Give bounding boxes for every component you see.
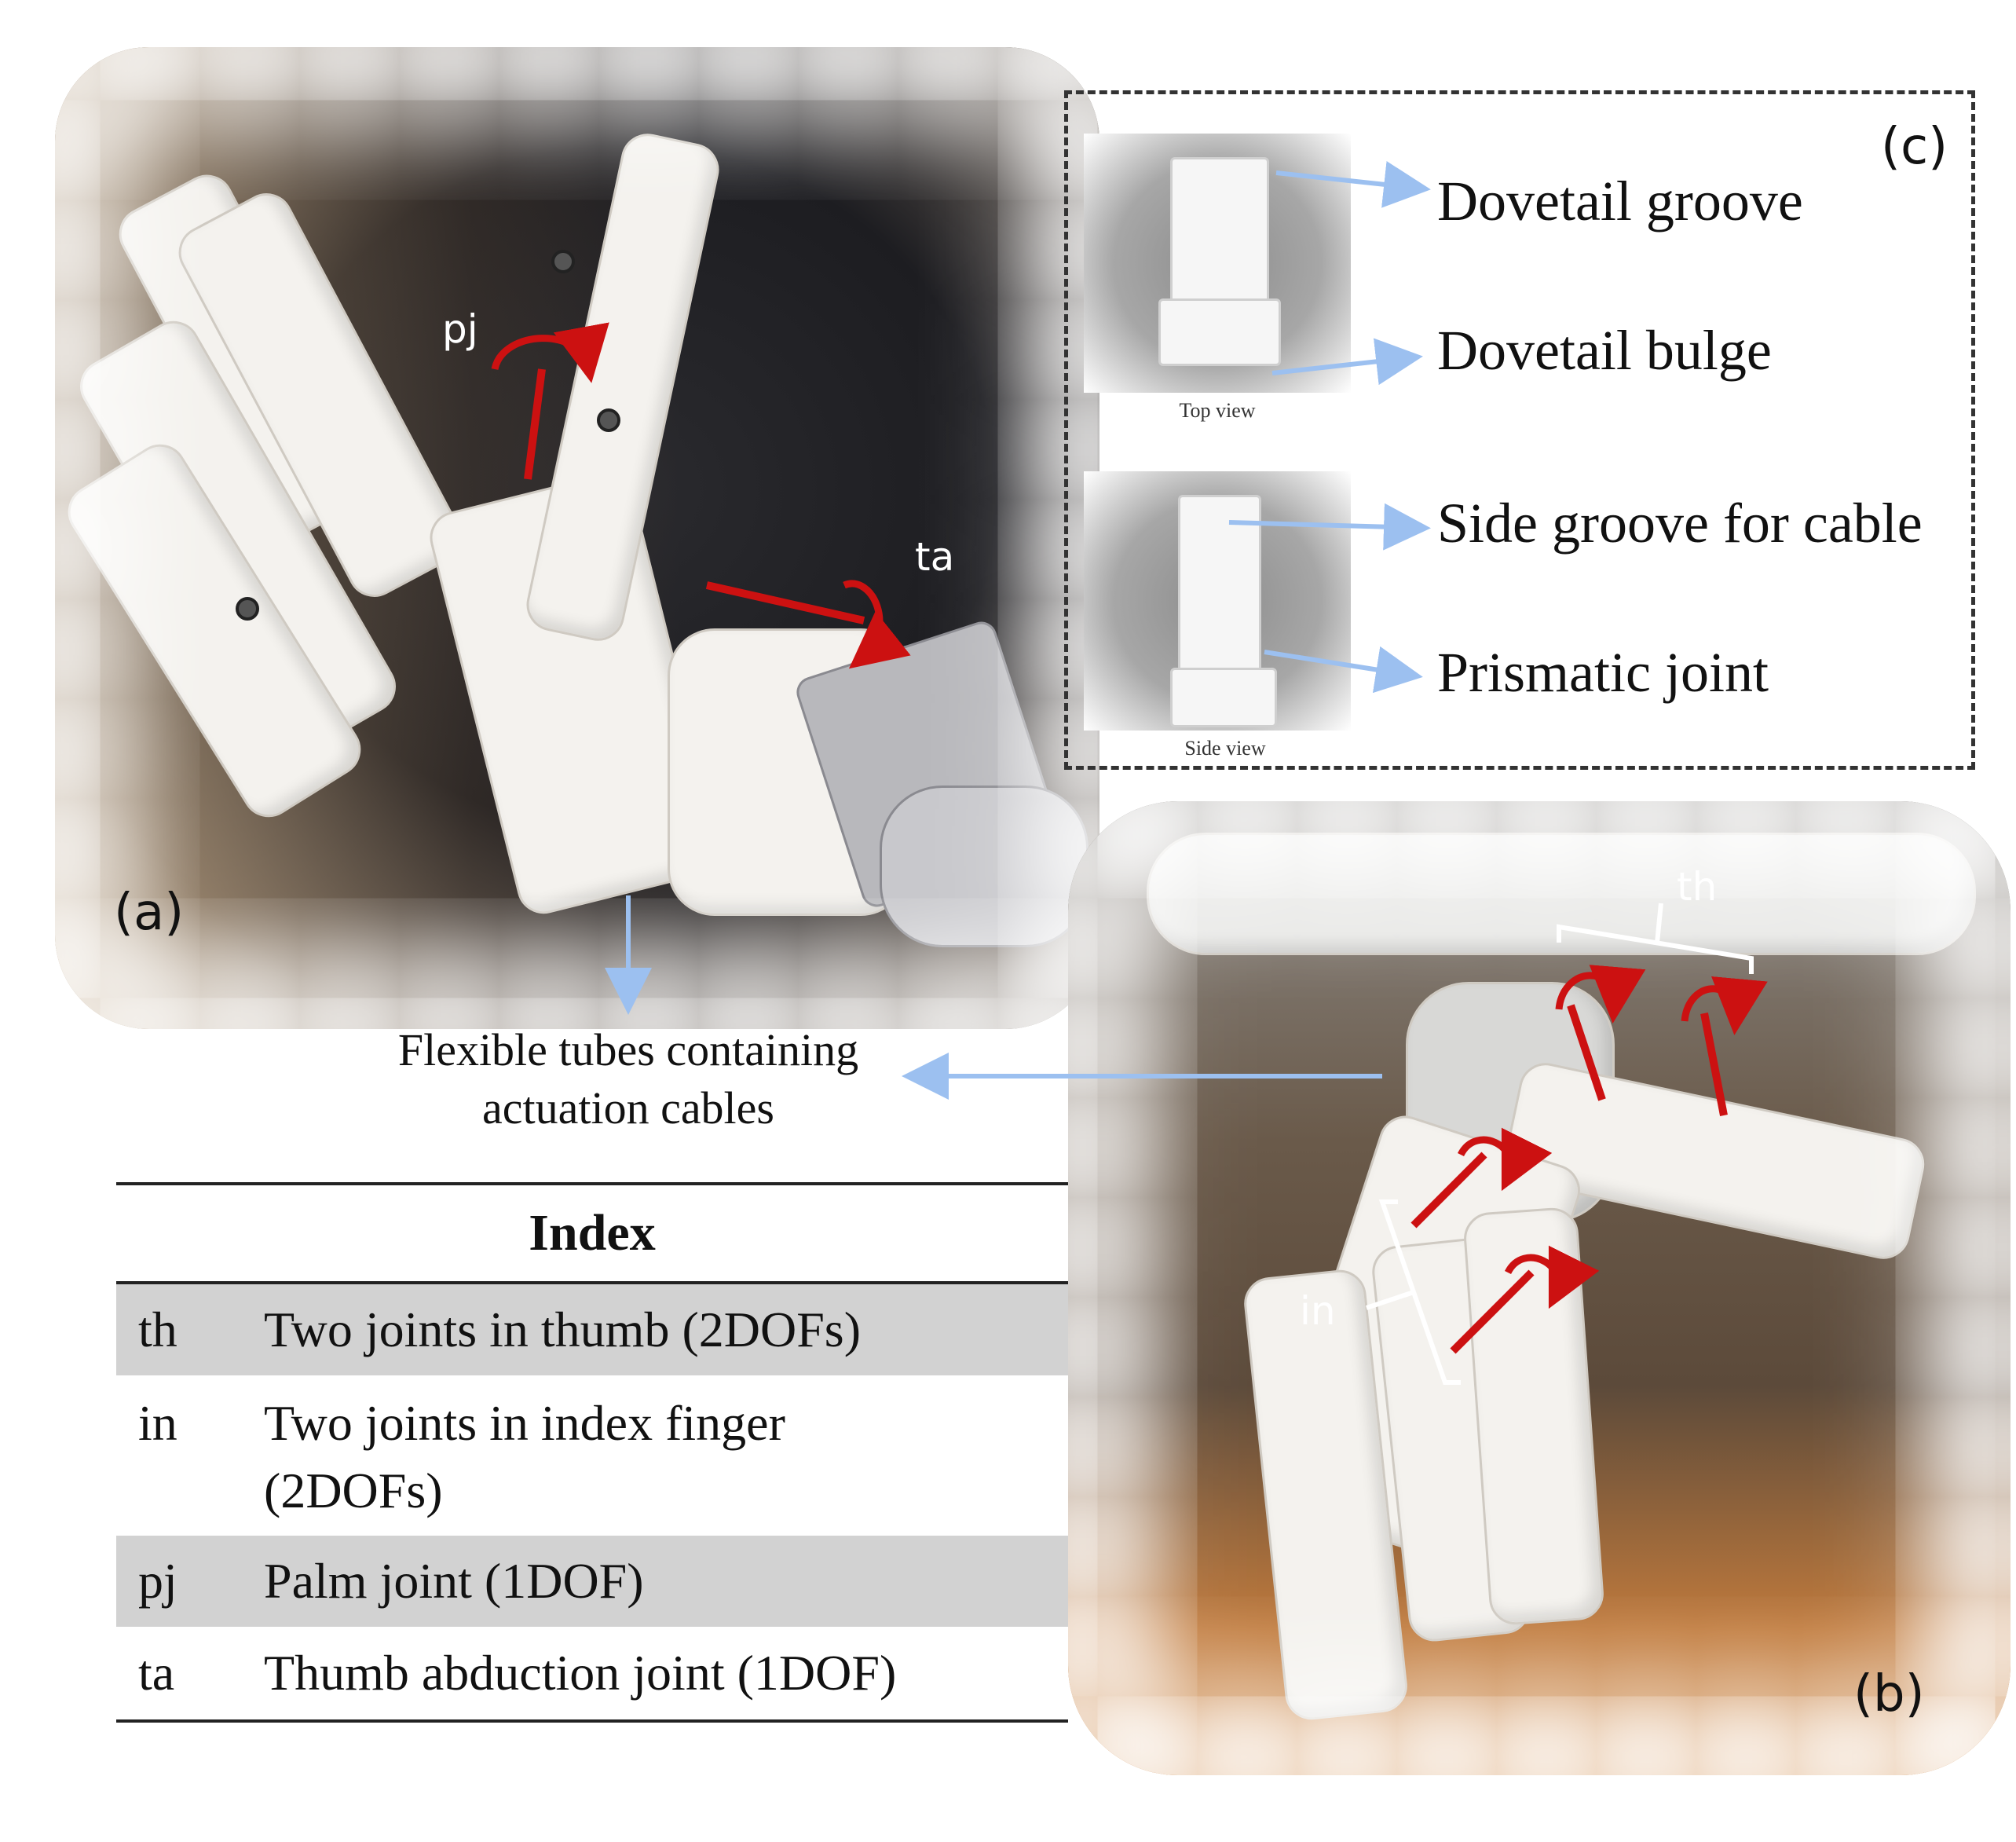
caption-line: actuation cables xyxy=(482,1082,774,1133)
photo-hand-a xyxy=(55,47,1099,1029)
dovetail-bulge xyxy=(1158,298,1281,366)
axis-in-1 xyxy=(1410,1152,1487,1229)
screw xyxy=(236,597,259,621)
panel-label-a: (a) xyxy=(114,884,185,942)
panel-label-c: (c) xyxy=(1881,118,1948,176)
arrow-dovetail-bulge xyxy=(1271,338,1423,386)
side-view-image xyxy=(1084,471,1351,731)
rotation-in-1-icon xyxy=(1457,1127,1553,1192)
label-side-groove: Side groove for cable xyxy=(1437,492,1923,555)
joint-label-ta: ta xyxy=(915,534,955,580)
table-cell-desc: Thumb abduction joint (1DOF) xyxy=(264,1645,897,1701)
axis-in-2 xyxy=(1450,1269,1535,1354)
top-view-caption: Top view xyxy=(1179,399,1256,422)
label-dovetail-bulge: Dovetail bulge xyxy=(1437,319,1772,382)
joint-label-th: th xyxy=(1677,864,1718,910)
photo-hand-b xyxy=(1068,801,2011,1775)
prismatic-block xyxy=(1170,668,1277,727)
axis-th-2 xyxy=(1700,1013,1728,1116)
label-dovetail-groove: Dovetail groove xyxy=(1437,170,1803,233)
table-row: th Two joints in thumb (2DOFs) xyxy=(116,1284,1068,1375)
index-table: Index th Two joints in thumb (2DOFs) in … xyxy=(116,1182,1068,1723)
table-cell-code: ta xyxy=(138,1645,175,1701)
rotation-pj-icon xyxy=(491,322,609,383)
label-prismatic-joint: Prismatic joint xyxy=(1437,641,1769,704)
table-cell-code: pj xyxy=(138,1553,177,1609)
table-cell-desc: Palm joint (1DOF) xyxy=(264,1553,644,1609)
rotation-ta-icon xyxy=(843,580,911,669)
bracket-th xyxy=(1557,903,1754,974)
table-cell-desc: Two joints in index finger (2DOFs) xyxy=(264,1390,1068,1536)
axis-ta xyxy=(705,581,865,624)
table-header: Index xyxy=(116,1185,1068,1284)
table-cell-code: in xyxy=(138,1395,177,1451)
table-cell-desc: Two joints in thumb (2DOFs) xyxy=(264,1302,861,1357)
side-view-caption: Side view xyxy=(1184,737,1266,760)
arrow-dovetail-groove xyxy=(1275,161,1431,208)
joint-label-pj: pj xyxy=(442,306,478,352)
module-top xyxy=(1170,157,1269,319)
table-cell-code: th xyxy=(138,1302,177,1357)
joint-label-in: in xyxy=(1300,1288,1336,1334)
screw xyxy=(597,408,620,432)
arrow-prismatic-joint xyxy=(1264,646,1423,694)
panel-c-frame: Top view Side view Dovetail groove Dovet… xyxy=(1064,90,1975,770)
rotation-th-1-icon xyxy=(1555,965,1646,1024)
table-row: pj Palm joint (1DOF) xyxy=(116,1536,1068,1627)
table-row: in Two joints in index finger (2DOFs) xyxy=(116,1375,1068,1536)
bracket-in xyxy=(1366,1199,1461,1385)
desc-line: Two joints in index finger xyxy=(264,1395,785,1451)
axis-th-1 xyxy=(1567,1004,1606,1101)
axis-pj xyxy=(524,368,546,480)
rotation-th-2-icon xyxy=(1681,976,1768,1035)
desc-line: (2DOFs) xyxy=(264,1463,443,1518)
panel-label-b: (b) xyxy=(1853,1665,1925,1723)
caption-line: Flexible tubes containing xyxy=(397,1024,859,1075)
rotation-in-2-icon xyxy=(1504,1245,1600,1309)
arrow-side-groove xyxy=(1228,503,1431,551)
table-row: ta Thumb abduction joint (1DOF) xyxy=(116,1627,1068,1719)
screw xyxy=(551,250,575,273)
tubes-caption: Flexible tubes containing actuation cabl… xyxy=(338,1021,919,1137)
